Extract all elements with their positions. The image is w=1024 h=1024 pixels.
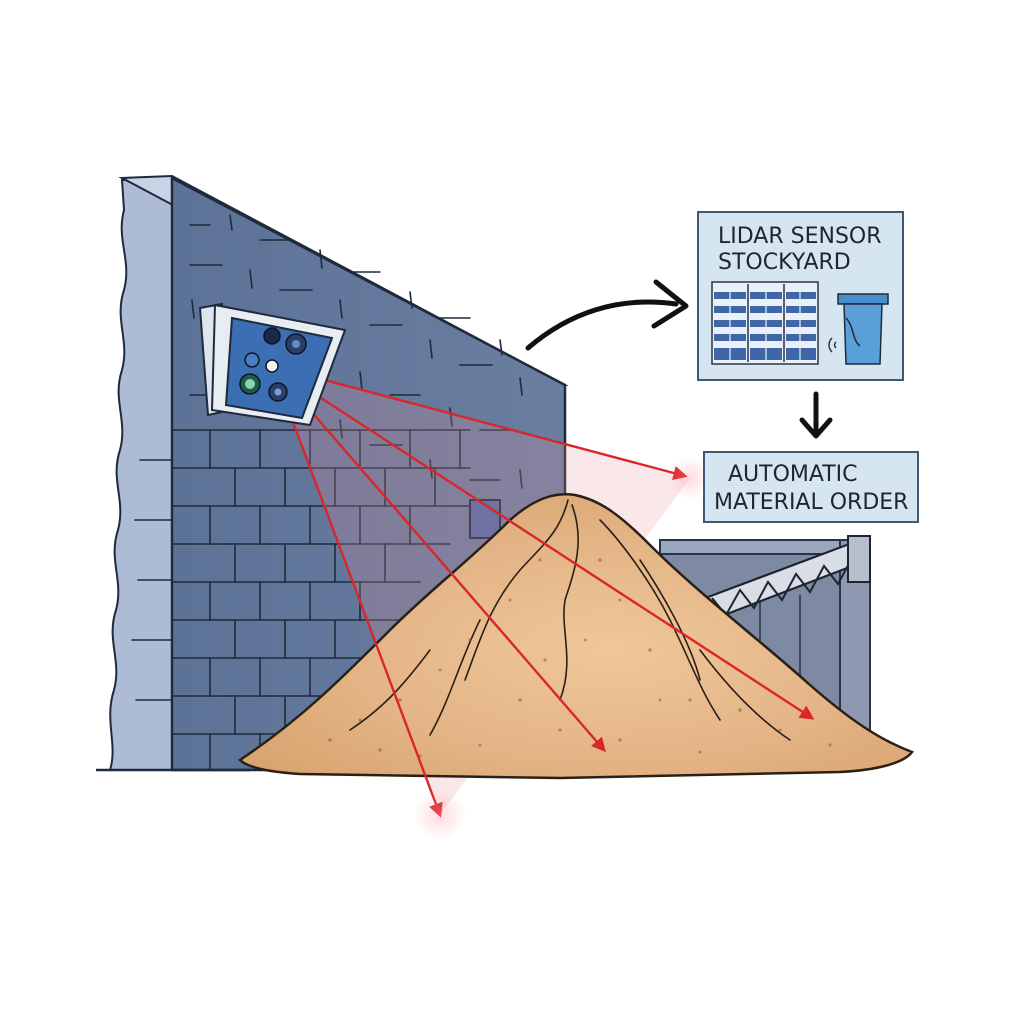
- beam-far-right: [271, 364, 815, 720]
- stockyard-grid-icon: [711, 281, 819, 365]
- material-order-panel: AUTOMATIC MATERIAL ORDER: [703, 451, 919, 523]
- wall-window: [469, 499, 501, 539]
- order-panel-line1: AUTOMATIC: [728, 462, 858, 487]
- lidar-beams: [270, 364, 815, 818]
- beam-near: [270, 365, 443, 818]
- order-panel-line2: MATERIAL ORDER: [714, 490, 908, 515]
- down-arrow-icon: [799, 391, 833, 439]
- curved-arrow-icon: [525, 299, 679, 351]
- lidar-status-panel: LIDAR SENSOR STOCKYARD: [697, 211, 904, 381]
- panel-title-line2: STOCKYARD: [718, 250, 851, 275]
- lidar-sensor-icon: [198, 302, 347, 427]
- beam-glow-top: [668, 456, 712, 500]
- curved-arrow-head: [651, 279, 689, 329]
- beam-to-order-panel: [271, 364, 688, 480]
- storage-bin-icon: [828, 293, 889, 365]
- beam-glow: [414, 789, 466, 841]
- sand-pile: [238, 493, 914, 780]
- beam-center: [271, 365, 606, 753]
- panel-title-line1: LIDAR SENSOR: [718, 224, 882, 249]
